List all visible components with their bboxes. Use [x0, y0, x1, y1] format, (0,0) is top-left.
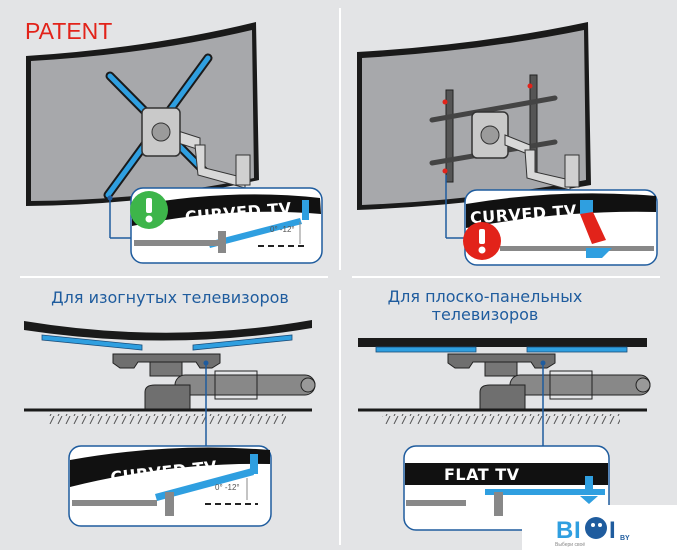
svg-text:I: I	[574, 517, 581, 544]
angle-range-label: 0° -12°	[215, 483, 240, 492]
flat-tv-title-line1: Для плоско-панельных	[388, 287, 583, 306]
wall-mount-base	[144, 384, 191, 411]
patent-label: PATENT	[25, 18, 112, 44]
svg-text:BY: BY	[620, 535, 630, 542]
wall-plate	[235, 154, 251, 186]
angle-range-label: 0° -12°	[270, 225, 295, 234]
flat-tv-title-line2: телевизоров	[432, 305, 539, 324]
callout-curved-incompatible: CURVED TV	[463, 189, 658, 266]
callout-label: FLAT TV	[444, 465, 520, 484]
incompatible-arm	[580, 212, 606, 244]
flat-tv-top	[358, 338, 647, 347]
wall-plate	[564, 154, 580, 188]
curved-tv-top	[24, 320, 312, 341]
callout-curved-ok: CURVED TV 0° -12°	[130, 187, 323, 264]
panel-flat-topview: Для плоско-панельных телевизоров FLAT TV	[358, 287, 651, 531]
wall-mount-base	[479, 384, 526, 411]
curved-tv-title: Для изогнутых телевизоров	[51, 288, 289, 307]
callout-curved: CURVED TV 0° -12°	[68, 445, 272, 527]
panel-curved-incompatible: CURVED TV	[357, 22, 658, 266]
panel-curved-topview: Для изогнутых телевизоров CURVED TV 0° -…	[24, 288, 316, 527]
bigi-logo: B I G I BY Выбери своё	[522, 505, 677, 550]
panel-curved-patent: PATENT CURVED TV 0° -12°	[25, 18, 323, 264]
svg-text:B: B	[556, 517, 573, 544]
svg-text:I: I	[609, 517, 616, 544]
svg-text:Выбери своё: Выбери своё	[555, 542, 585, 548]
